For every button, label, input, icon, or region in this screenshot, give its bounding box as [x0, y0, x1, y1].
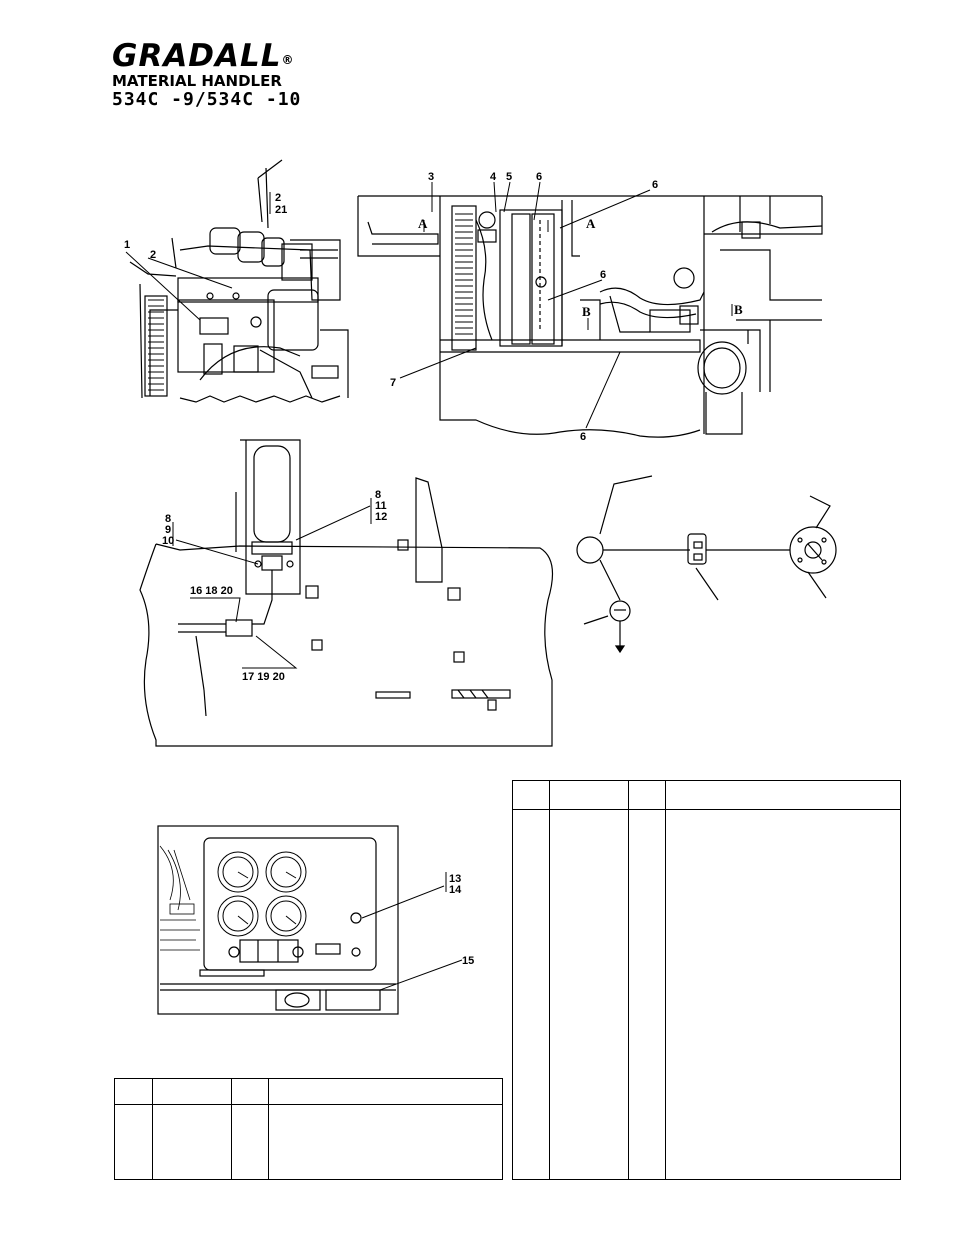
- callout-8b: 8: [375, 489, 381, 501]
- table-cell: [665, 809, 901, 1180]
- parts-table-large: [512, 780, 901, 1180]
- brand-name: GRADALL: [112, 38, 282, 74]
- header-cell: [114, 1078, 153, 1105]
- header-cell: [231, 1078, 269, 1105]
- callout-3: 3: [428, 171, 434, 183]
- table-cell: [114, 1104, 153, 1180]
- section-mark-b-left: B: [582, 304, 591, 319]
- header-cell: [152, 1078, 232, 1105]
- header-cell: [628, 780, 666, 810]
- callout-14: 14: [449, 884, 462, 896]
- callout-8a: 8: [165, 513, 171, 525]
- parts-table-small: [114, 1078, 503, 1180]
- callout-7: 7: [390, 377, 396, 389]
- callout-10: 10: [162, 535, 174, 547]
- callout-12: 12: [375, 511, 387, 523]
- callout-6b: 6: [652, 179, 658, 191]
- callout-2: 2: [275, 192, 281, 204]
- callout-4: 4: [490, 171, 497, 183]
- machine-side-view: [357, 195, 823, 438]
- gradall-logo: GRADALL®: [112, 40, 301, 72]
- callout-6c: 6: [600, 269, 606, 281]
- leader-lines: [125, 181, 733, 991]
- instrument-panel-view: [157, 825, 399, 1015]
- callout-labels: 2 21 1 2 3 4 5 6 6 6 7 6 A A B B 8 9 10 …: [124, 171, 743, 967]
- header-cell: [512, 780, 550, 810]
- model-number: 534C -9/534C -10: [112, 89, 302, 110]
- table-cell: [152, 1104, 232, 1180]
- callout-11: 11: [375, 500, 387, 512]
- callout-9: 9: [165, 524, 171, 536]
- callout-6a: 6: [536, 171, 542, 183]
- registered-mark: ®: [281, 53, 295, 67]
- table-cell: [549, 809, 629, 1180]
- brand-header: GRADALL® MATERIAL HANDLER 534C -9/534C -…: [112, 40, 301, 110]
- wiring-schematic: [576, 475, 837, 654]
- callout-21: 21: [275, 204, 287, 216]
- header-cell: [549, 780, 629, 810]
- section-mark-a-right: A: [586, 216, 596, 231]
- callout-15: 15: [462, 955, 474, 967]
- frame-view: [139, 439, 554, 747]
- table-cell: [628, 809, 666, 1180]
- callout-13: 13: [449, 873, 461, 885]
- callout-6d: 6: [580, 431, 586, 443]
- callout-17-19-20: 17 19 20: [242, 671, 285, 683]
- section-mark-a-left: A: [418, 216, 428, 231]
- callout-2b: 2: [150, 249, 156, 261]
- table-cell: [268, 1104, 503, 1180]
- engine-view: [129, 159, 349, 403]
- header-cell: [665, 780, 901, 810]
- table-row: [512, 809, 901, 1180]
- section-mark-b-right: B: [734, 302, 743, 317]
- header-cell: [268, 1078, 503, 1105]
- callout-5: 5: [506, 171, 512, 183]
- table-header-row: [512, 780, 901, 810]
- callout-1: 1: [124, 239, 130, 251]
- table-cell: [231, 1104, 269, 1180]
- machine-type: MATERIAL HANDLER: [112, 72, 282, 90]
- callout-16-18-20: 16 18 20: [190, 585, 233, 597]
- table-cell: [512, 809, 550, 1180]
- table-row: [114, 1104, 503, 1180]
- table-header-row: [114, 1078, 503, 1105]
